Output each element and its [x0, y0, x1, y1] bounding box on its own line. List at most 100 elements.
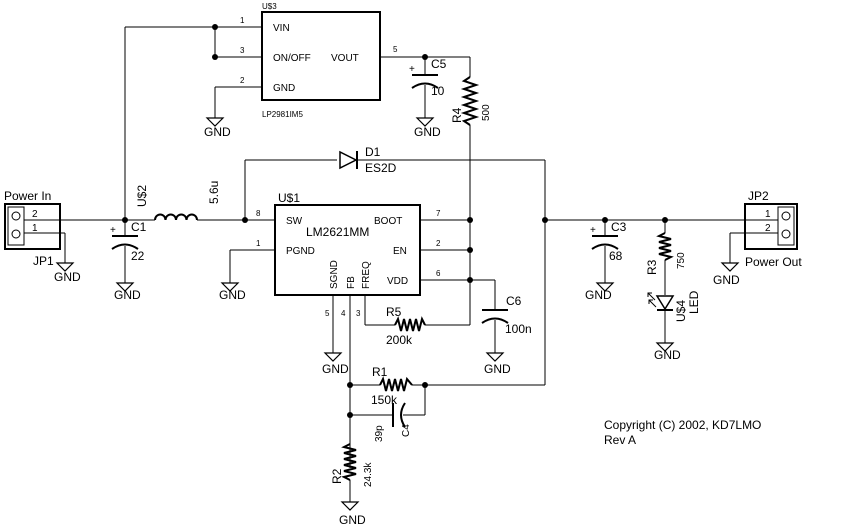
diode-value: ES2D — [365, 161, 397, 175]
ic-u1-pin-sw: SW — [286, 216, 303, 227]
ground-c3-label: GND — [585, 288, 612, 302]
capacitor-c1: + C1 22 — [110, 220, 147, 263]
led-u4: U$4 LED — [647, 290, 701, 322]
ground-u1-pgnd-label: GND — [219, 288, 246, 302]
ic-u1-pin-number-boot: 7 — [436, 209, 441, 218]
connector-jp1-pin2: 2 — [32, 209, 38, 220]
capacitor-c3-polarity: + — [590, 225, 596, 236]
resistor-r5-name: R5 — [386, 305, 402, 319]
ic-u1-pin-number-fb: 4 — [341, 309, 346, 318]
connector-jp1: Power In 2 1 JP1 — [4, 189, 61, 268]
ground-led-label: GND — [654, 348, 681, 362]
ic-u3-pin-number-gnd: 2 — [240, 76, 245, 85]
capacitor-c3: + C3 68 — [590, 220, 627, 263]
led-name: U$4 — [674, 300, 688, 322]
ground-c6-label: GND — [484, 362, 511, 376]
resistor-r3-name: R3 — [645, 259, 659, 275]
ic-u1-pin-freq: FREQ — [361, 261, 372, 289]
capacitor-c3-name: C3 — [611, 220, 627, 234]
inductor-u2: U$2 5.6u — [135, 181, 221, 221]
ground-c6: GND — [484, 352, 511, 376]
ground-c1-label: GND — [114, 288, 141, 302]
revision-text: Rev A — [604, 433, 636, 447]
resistor-r2-value: 24.3k — [363, 462, 374, 487]
ground-c3: GND — [585, 282, 615, 302]
capacitor-c6-value: 100n — [505, 322, 532, 336]
ground-u1-pgnd: GND — [219, 282, 246, 302]
resistor-r5-value: 200k — [386, 333, 413, 347]
ic-u3-name: U$3 — [262, 2, 277, 11]
ground-jp1-label: GND — [54, 270, 81, 284]
ground-c5: GND — [414, 117, 441, 139]
ic-u1-pin-number-vdd: 6 — [436, 269, 441, 278]
ic-u3-pin-gnd: GND — [273, 83, 295, 94]
ground-led: GND — [654, 342, 681, 362]
ic-u3-pin-vin: VIN — [273, 23, 290, 34]
ic-u1-pin-number-en: 2 — [436, 239, 441, 248]
ic-u1-converter: U$1 LM2621MM SW PGND BOOT EN VDD SGND FB… — [256, 191, 441, 318]
connector-jp2-pin1: 1 — [765, 209, 771, 220]
connector-jp1-label: Power In — [4, 189, 51, 203]
ic-u1-name: U$1 — [278, 191, 300, 205]
ic-u1-pin-number-freq: 3 — [356, 309, 361, 318]
capacitor-c6: C6 100n — [481, 294, 532, 336]
connector-jp1-name: JP1 — [33, 254, 54, 268]
capacitor-c5-polarity: + — [409, 64, 415, 75]
connector-jp1-pin1: 1 — [32, 223, 38, 234]
junctions — [122, 24, 668, 418]
resistor-r5: R5 200k — [386, 305, 426, 347]
ground-u1-sgnd-label: GND — [322, 362, 349, 376]
ic-u1-pin-number-pgnd: 1 — [256, 239, 261, 248]
connector-jp2-pin2: 2 — [765, 223, 771, 234]
ground-u3: GND — [204, 117, 231, 139]
capacitor-c5-name: C5 — [431, 57, 447, 71]
resistor-r1-name: R1 — [372, 365, 388, 379]
ic-u3-pin-number-onoff: 3 — [240, 46, 245, 55]
ground-jp1: GND — [54, 262, 81, 284]
resistor-r1: R1 150k — [371, 365, 413, 407]
ground-c5-label: GND — [414, 125, 441, 139]
ic-u1-pin-pgnd: PGND — [286, 246, 315, 257]
ic-u1-pin-vdd: VDD — [387, 276, 408, 287]
ground-u3-label: GND — [204, 125, 231, 139]
resistor-r4: R4 500 — [450, 76, 492, 126]
capacitor-c3-value: 68 — [609, 249, 623, 263]
ic-u3-pin-number-vout: 5 — [393, 45, 398, 54]
resistor-r3-value: 750 — [676, 252, 687, 269]
capacitor-c6-name: C6 — [506, 294, 522, 308]
capacitor-c4: 39p C4 — [374, 402, 412, 442]
ic-u1-pin-number-sgnd: 5 — [325, 309, 330, 318]
ic-u1-pin-sgnd: SGND — [329, 260, 340, 289]
resistor-r1-value: 150k — [371, 393, 398, 407]
connector-jp2: JP2 1 2 Power Out — [744, 189, 802, 269]
resistor-r4-value: 500 — [481, 104, 492, 121]
capacitor-c4-name: C4 — [401, 424, 412, 437]
ic-u1-pin-boot: BOOT — [374, 216, 402, 227]
diode-name: D1 — [365, 145, 381, 159]
ground-u1-sgnd: GND — [322, 352, 349, 376]
connector-jp2-label: Power Out — [745, 255, 802, 269]
diode-d1: D1 ES2D — [339, 145, 397, 175]
ground-jp2-label: GND — [713, 273, 740, 287]
wires — [60, 26, 765, 502]
connector-jp2-name: JP2 — [748, 189, 769, 203]
capacitor-c4-value: 39p — [374, 425, 385, 442]
ic-u3-regulator: U$3 VIN ON/OFF VOUT GND LP2981IM5 1 3 2 … — [240, 2, 398, 119]
capacitor-c1-polarity: + — [110, 225, 116, 236]
ic-u3-pin-vout: VOUT — [331, 53, 359, 64]
resistor-r4-name: R4 — [450, 107, 464, 123]
ic-u1-pin-fb: FB — [346, 276, 357, 289]
capacitor-c1-name: C1 — [131, 220, 147, 234]
ground-jp2: GND — [713, 262, 740, 287]
ground-r2-label: GND — [339, 513, 366, 527]
ic-u1-pin-en: EN — [393, 246, 407, 257]
ic-u3-pin-onoff: ON/OFF — [273, 53, 311, 64]
capacitor-c5-value: 10 — [431, 84, 445, 98]
ic-u3-part: LP2981IM5 — [262, 110, 303, 119]
inductor-name: U$2 — [135, 185, 149, 207]
ic-u1-part: LM2621MM — [306, 225, 369, 239]
copyright-text: Copyright (C) 2002, KD7LMO — [604, 418, 761, 432]
ic-u1-pin-number-sw: 8 — [256, 209, 261, 218]
resistor-r3: R3 750 — [645, 232, 687, 275]
